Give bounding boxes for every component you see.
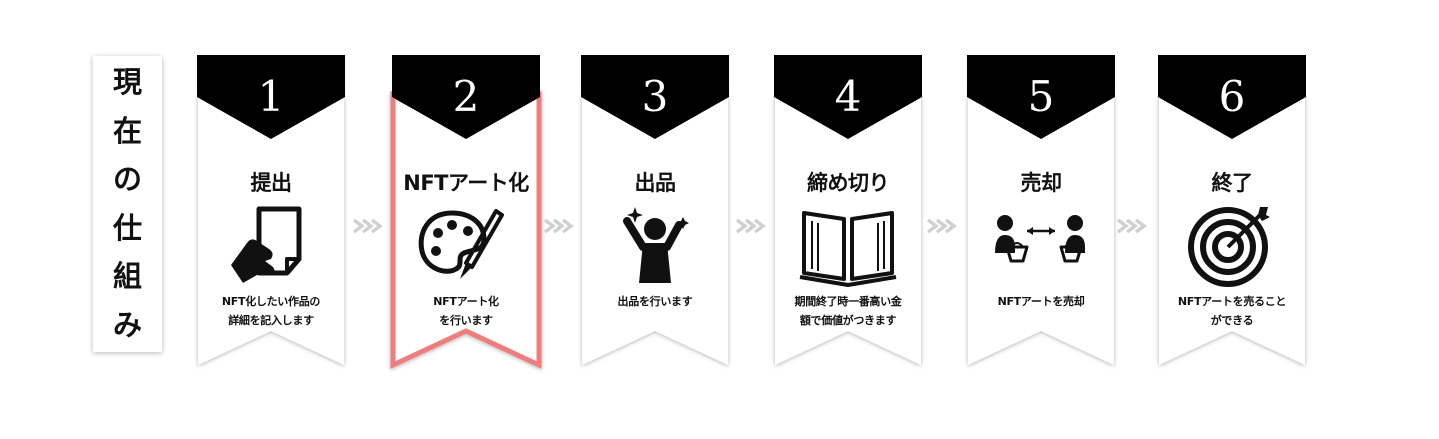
step-number: 3	[641, 72, 669, 121]
step-title: 出品	[634, 171, 677, 195]
side-title-char: み	[112, 307, 142, 342]
step-title: 終了	[1211, 171, 1254, 195]
side-title: 現 在 の 仕 組 み	[93, 56, 162, 352]
chevron-arrow-icon	[735, 218, 766, 234]
banner-cap	[774, 55, 922, 139]
step-description: NFTアート化を行います	[396, 292, 536, 330]
step-5: 5 売却 NFTアートを売却	[967, 55, 1115, 367]
description-line: 出品を行います	[617, 295, 693, 308]
side-title-char: の	[112, 162, 142, 197]
hand-document-icon	[221, 203, 321, 288]
step-title: 締め切り	[807, 171, 890, 195]
side-title-char: 仕	[112, 210, 142, 245]
side-title-char: 組	[112, 259, 142, 294]
description-line: 詳細を記入します	[228, 314, 314, 327]
chevron-arrow-icon	[543, 218, 574, 234]
step-title: 売却	[1020, 171, 1063, 195]
buyer-exchange-icon	[991, 203, 1091, 288]
step-6: 6 終了 NFTアートを売ることができる	[1158, 55, 1306, 367]
step-title: 提出	[250, 171, 293, 195]
step-description: 期間終了時一番高い金額で価値がつきます	[778, 292, 918, 330]
step-banner	[774, 55, 922, 365]
step-description: 出品を行います	[585, 292, 725, 311]
chevron-arrow-icon	[926, 218, 957, 234]
description-line: NFTアートを売却	[997, 295, 1085, 308]
step-1: 1 提出 NFT化したい作品の詳細を記入します	[197, 55, 345, 367]
target-icon	[1182, 203, 1282, 288]
step-banner	[197, 55, 345, 365]
banner-body	[1159, 95, 1305, 365]
banner-cap	[1158, 55, 1306, 139]
description-line: NFTアート化	[433, 295, 499, 308]
side-title-char: 現	[112, 65, 142, 99]
step-4: 4 締め切り期間終了時一番高い金額で価値がつきます	[774, 55, 922, 367]
description-line: 期間終了時一番高い金	[794, 295, 902, 308]
step-description: NFTアートを売ることができる	[1162, 292, 1302, 330]
step-number: 1	[257, 72, 285, 121]
step-number: 2	[452, 72, 480, 121]
chevron-arrow-icon	[352, 218, 383, 234]
step-title: NFTアート化	[403, 171, 529, 195]
banner-body	[775, 95, 921, 365]
open-book-icon	[798, 203, 898, 288]
banner-cap	[197, 55, 345, 139]
side-title-char: 在	[112, 113, 142, 148]
step-3: 3 出品出品を行います	[581, 55, 729, 367]
step-description: NFTアートを売却	[971, 292, 1111, 311]
palette-brush-icon	[416, 203, 516, 288]
step-number: 5	[1027, 72, 1055, 121]
banner-body	[198, 95, 344, 365]
step-banner	[1158, 55, 1306, 365]
banner-cap	[392, 55, 540, 139]
description-line: を行います	[439, 314, 493, 327]
description-line: ができる	[1210, 314, 1254, 327]
description-line: NFTアートを売ること	[1177, 295, 1287, 308]
step-description: NFT化したい作品の詳細を記入します	[201, 292, 341, 330]
description-line: NFT化したい作品の	[221, 295, 321, 308]
step-number: 4	[834, 72, 862, 121]
banner-cap	[967, 55, 1115, 139]
banner-cap	[581, 55, 729, 139]
chevron-arrow-icon	[1116, 218, 1147, 234]
description-line: 額で価値がつきます	[799, 314, 897, 327]
step-number: 6	[1218, 72, 1246, 121]
person-celebrating-icon	[605, 203, 705, 288]
